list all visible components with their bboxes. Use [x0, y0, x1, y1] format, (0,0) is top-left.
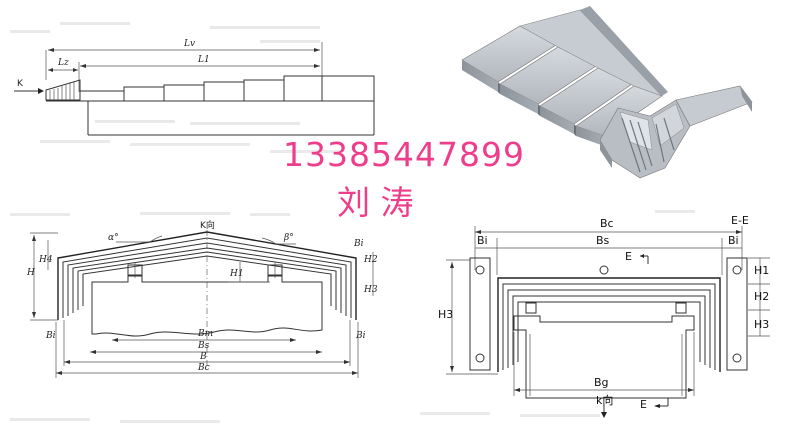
bc-label: Bc	[197, 363, 210, 373]
beta-label: β°	[283, 233, 294, 243]
bs-right-label: Bs	[596, 234, 610, 247]
h2-right-label: H2	[754, 290, 769, 303]
h1-right-label: H1	[754, 264, 769, 277]
bi-right-bottom-label: Bi	[355, 331, 366, 341]
h3-right-label: H3	[754, 318, 769, 331]
h1-label: H1	[229, 269, 244, 279]
b-label: B	[199, 352, 207, 362]
e-top-label: E	[625, 250, 632, 263]
alpha-label: α°	[108, 233, 119, 243]
bs-label: Bs	[197, 341, 210, 351]
h3-label: H3	[363, 285, 378, 295]
bi-left-label: Bi	[45, 331, 56, 341]
e-e-label: E-E	[731, 214, 749, 227]
bi-right-right-label: Bi	[728, 234, 739, 247]
h-label: H	[26, 268, 35, 278]
background-noise	[10, 22, 340, 153]
lv-label: Lv	[183, 39, 195, 49]
h2-label: H2	[363, 255, 378, 265]
bg-label: Bg	[594, 376, 609, 389]
bm-label: Bm	[197, 329, 213, 339]
e-bottom-label: E	[640, 398, 647, 411]
l1-label: L1	[197, 55, 210, 65]
k-view-title: K向	[200, 219, 215, 231]
bi-left-right-label: Bi	[477, 234, 488, 247]
lz-label: Lz	[57, 58, 69, 68]
h3-left-label: H3	[438, 308, 453, 321]
k-label: K	[17, 79, 24, 89]
product-photo-open	[599, 85, 753, 179]
bc-right-label: Bc	[600, 217, 614, 230]
bi-right-top-label: Bi	[353, 239, 364, 249]
section-e-e: Bc E-E Bi Bs Bi E	[420, 210, 770, 418]
section-k-view: K向 α° β° H H4 H1	[10, 212, 378, 423]
k-view-right-label: k向	[596, 393, 613, 407]
contact-name: 刘 涛	[337, 183, 414, 222]
h4-label: H4	[38, 255, 53, 265]
contact-phone: 13385447899	[283, 135, 525, 174]
telescopic-side-view: Lv Lz L1 K	[10, 22, 375, 153]
